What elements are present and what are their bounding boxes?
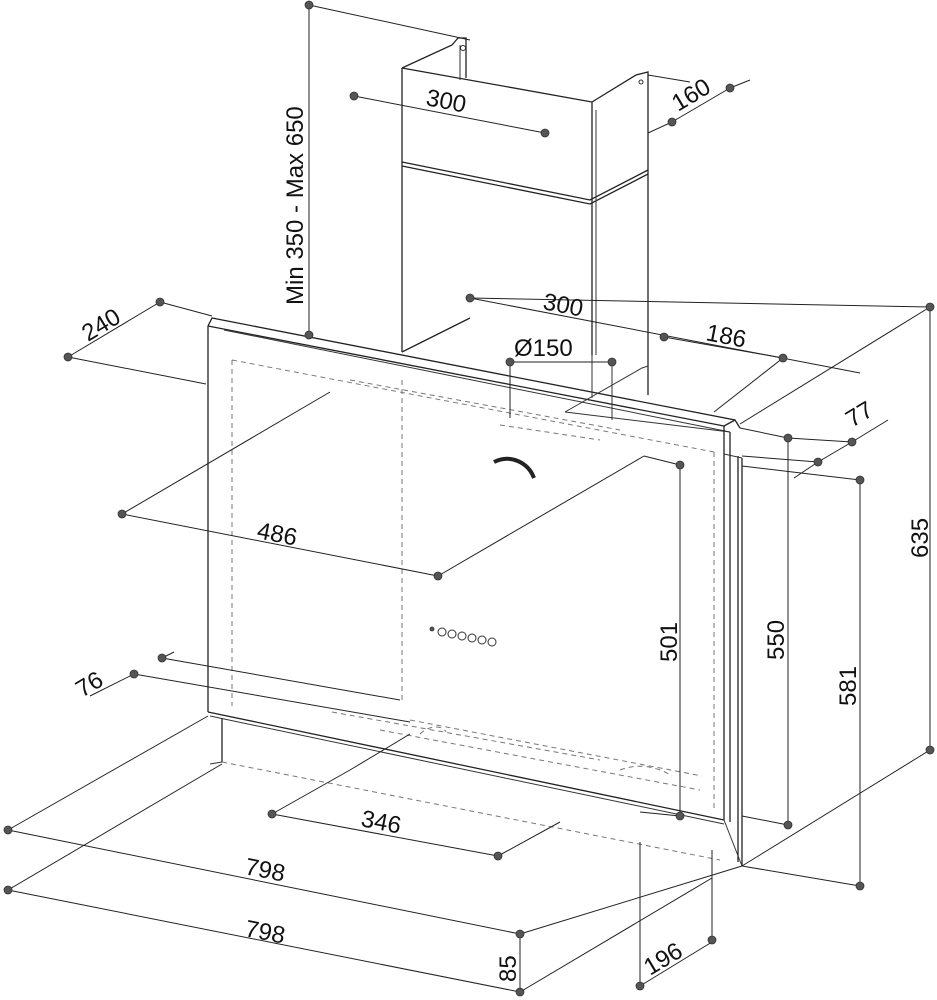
label-width-486: 486 [255,517,299,551]
label-depth-240: 240 [77,303,125,347]
label-width-798-lower: 798 [243,915,287,949]
label-width-346: 346 [359,805,403,839]
label-height-550: 550 [763,620,790,660]
glass-panel [207,326,743,867]
label-outlet-diameter: Ø150 [514,335,573,362]
label-height-501: 501 [656,622,683,662]
label-duct-width: 300 [424,84,468,118]
label-height-85: 85 [495,955,522,982]
label-depth-76: 76 [71,666,108,703]
dimension-endpoint-dots [3,0,935,997]
label-top-offset: 186 [704,319,748,353]
control-buttons-icon [429,626,497,647]
label-height-635: 635 [907,518,934,558]
label-height-581: 581 [835,666,862,706]
label-depth-77: 77 [841,396,878,433]
label-top-width: 300 [541,288,585,322]
label-width-798-upper: 798 [243,853,287,887]
chimney-duct [401,37,649,395]
dimension-lines [7,4,931,993]
label-duct-depth: 160 [667,73,715,117]
label-depth-196: 196 [639,937,687,981]
dimension-labels: Min 350 - Max 650 300 160 240 300 186 Ø1… [71,73,934,982]
label-duct-height: Min 350 - Max 650 [282,106,309,305]
lower-body [209,718,721,861]
hood-top [207,317,741,433]
